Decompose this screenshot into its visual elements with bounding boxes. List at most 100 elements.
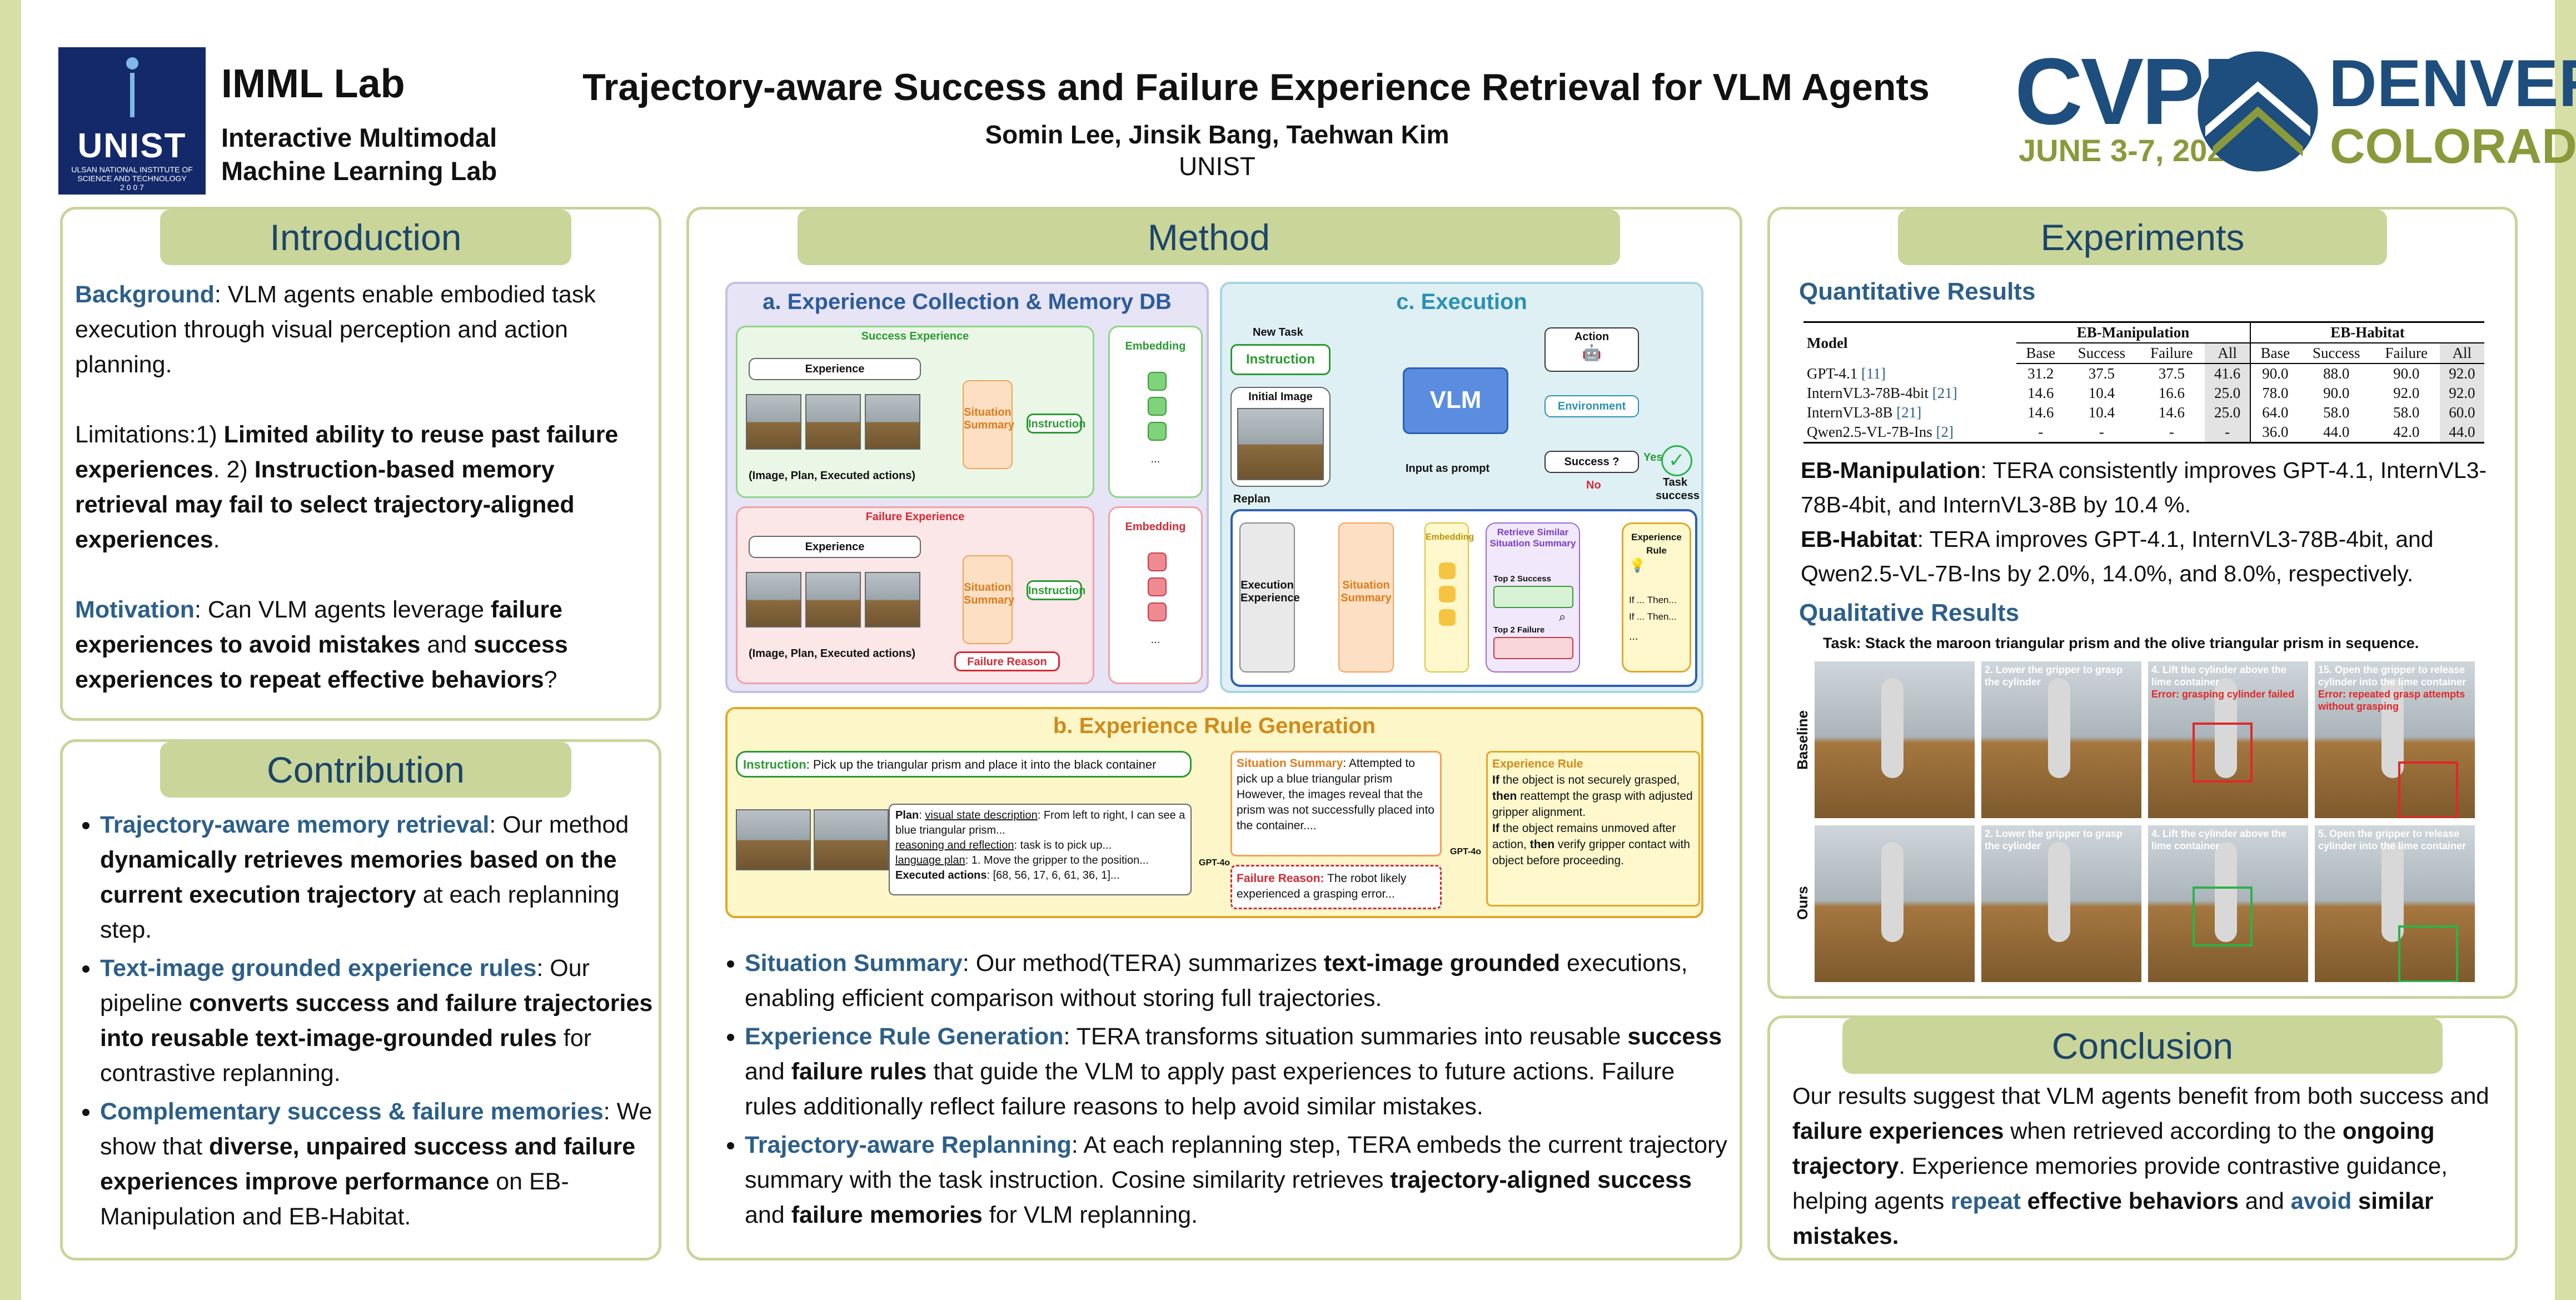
replan-embedding-chip: Embedding [1424,522,1474,673]
method-bullet: Trajectory-aware Replanning: At each rep… [745,1128,1731,1233]
subheader-cell: Base [2016,343,2065,364]
embedding-square [1439,586,1456,602]
task-success-label: Task success [1656,476,1700,502]
value-cell: - [2138,422,2205,444]
b-frame-image [736,809,811,870]
subheader-cell: Success [2299,343,2373,364]
baseline-frame: 15. Open the gripper to release cylinder… [2315,661,2475,818]
value-cell: 58.0 [2323,404,2350,421]
success-experience-box: Success Experience Experience (Image, Pl… [736,326,1094,498]
failure-frame-image [865,572,920,627]
baseline-frame [1815,661,1975,818]
input-tuple-label: (Image, Plan, Executed actions) [749,647,916,660]
contribution-panel: Contribution Trajectory-aware memory ret… [60,739,661,1261]
experience-rule-label: Experience Rule [1631,532,1682,556]
initial-scene-image [1237,408,1324,480]
embedding-square [1439,609,1456,626]
experience-chip: Experience [749,536,921,558]
fig-a-experience-collection: a. Experience Collection & Memory DB Suc… [725,282,1209,693]
failure-embedding-box: Embedding ... [1108,506,1203,684]
contribution-item: Complementary success & failure memories… [100,1094,653,1234]
success-frame-image [746,394,801,450]
embedding-square [1148,397,1167,416]
value-cell: - [2205,422,2250,444]
left-accent-bar [0,0,21,1300]
value-cell: 88.0 [2323,365,2350,382]
model-cell: InternVL3-78B-4bit [21] [1807,385,1957,401]
experience-chip: Experience [749,358,921,380]
b-frame-image [814,809,889,870]
initial-image-box: Initial Image [1230,387,1331,487]
table-row: GPT-4.1 [11] 31.2 37.5 37.5 41.6 90.0 88… [1803,363,2484,383]
new-task-instruction-chip: Instruction [1230,344,1331,375]
model-header: Model [1803,321,2017,363]
b-instruction-box: Instruction: Pick up the triangular pris… [736,751,1192,778]
method-bullets: Situation Summary: Our method(TERA) summ… [720,946,1731,1236]
b-experience-rule-box: Experience Rule If the object is not sec… [1486,751,1700,906]
new-task-label: New Task [1253,326,1303,338]
instruction-chip: Instruction [1027,414,1085,434]
lightbulb-icon: 💡 [1629,558,1646,573]
method-bullet: Experience Rule Generation: TERA transfo… [745,1019,1731,1124]
value-cell: 64.0 [2249,403,2300,422]
failure-frame-image [746,572,801,627]
top2-failure-strip [1493,637,1573,659]
subheader-cell: Base [2249,343,2300,364]
retrieve-box: Retrieve Similar Situation Summary Top 2… [1486,522,1580,673]
value-cell: 78.0 [2249,383,2300,403]
fig-b-rule-generation: b. Experience Rule Generation Instructio… [725,707,1703,918]
conclusion-heading: Conclusion [1842,1018,2443,1074]
value-cell: 90.0 [2323,385,2350,401]
value-cell: 58.0 [2393,404,2420,421]
no-label: No [1586,479,1601,491]
introduction-heading: Introduction [160,210,571,265]
magnifier-icon: ⌕ [1559,610,1566,624]
instruction-chip: Instruction [1027,580,1085,600]
replan-situation-summary-chip: Situation Summary [1338,522,1394,673]
method-panel: Method a. Experience Collection & Memory… [686,207,1742,1261]
value-cell: 31.2 [2027,365,2054,382]
environment-block: Environment [1544,395,1639,417]
value-cell: 44.0 [2299,422,2373,444]
baseline-frame: 4. Lift the cylinder above the lime cont… [2148,661,2308,818]
group-header-ebh: EB-Habitat [2249,321,2484,343]
authors: Somin Lee, Jinsik Bang, Taehwan Kim [985,120,1449,149]
b-failure-reason-text: Failure Reason: The robot likely experie… [1237,872,1407,900]
b-failure-reason-box: Failure Reason: The robot likely experie… [1230,865,1442,909]
situation-summary-chip: Situation Summary [963,380,1014,469]
method-bullet: Situation Summary: Our method(TERA) summ… [745,946,1731,1016]
poster-title: Trajectory-aware Success and Failure Exp… [582,66,1930,108]
ours-row-label: Ours [1794,886,1811,920]
table-row: InternVL3-78B-4bit [21] 14.6 10.4 16.6 2… [1803,383,2484,403]
value-cell: 36.0 [2249,422,2300,444]
value-cell: 37.5 [2158,365,2185,382]
value-cell: 92.0 [2439,383,2484,403]
embedding-square [1148,422,1167,441]
value-cell: - [2016,422,2065,444]
conclusion-body: Our results suggest that VLM agents bene… [1792,1083,2489,1249]
b-plan-box: Plan: visual state description: From lef… [889,804,1192,895]
failure-reason-chip: Failure Reason [954,651,1060,671]
checkmark-icon: ✓ [1661,445,1692,476]
contribution-heading: Contribution [160,742,571,798]
value-cell: 90.0 [2393,365,2420,382]
retrieve-label: Retrieve Similar Situation Summary [1489,527,1576,549]
value-cell: 90.0 [2249,363,2300,383]
model-cell: InternVL3-8B [21] [1807,404,1922,421]
failure-experience-box: Failure Experience Experience (Image, Pl… [736,506,1094,684]
failure-experience-label: Failure Experience [865,511,965,523]
embedding-square [1148,552,1167,571]
contribution-item: Trajectory-aware memory retrieval: Our m… [100,808,653,948]
embedding-square [1148,602,1167,621]
subheader-cell: All [2439,343,2484,364]
top2-success-label: Top 2 Success [1493,574,1551,584]
success-experience-label: Success Experience [861,330,969,342]
qualitative-task: Task: Stack the maroon triangular prism … [1823,635,2419,651]
model-cell: GPT-4.1 [11] [1807,365,1886,382]
top2-success-strip [1493,586,1573,608]
input-tuple-label: (Image, Plan, Executed actions) [749,470,916,482]
execution-experience-chip: Execution Experience [1239,522,1300,673]
conclusion-panel: Conclusion Our results suggest that VLM … [1767,1015,2518,1261]
mountain-logo-icon [2198,51,2318,172]
unist-logo: UNIST ULSAN NATIONAL INSTITUTE OF SCIENC… [58,47,206,195]
